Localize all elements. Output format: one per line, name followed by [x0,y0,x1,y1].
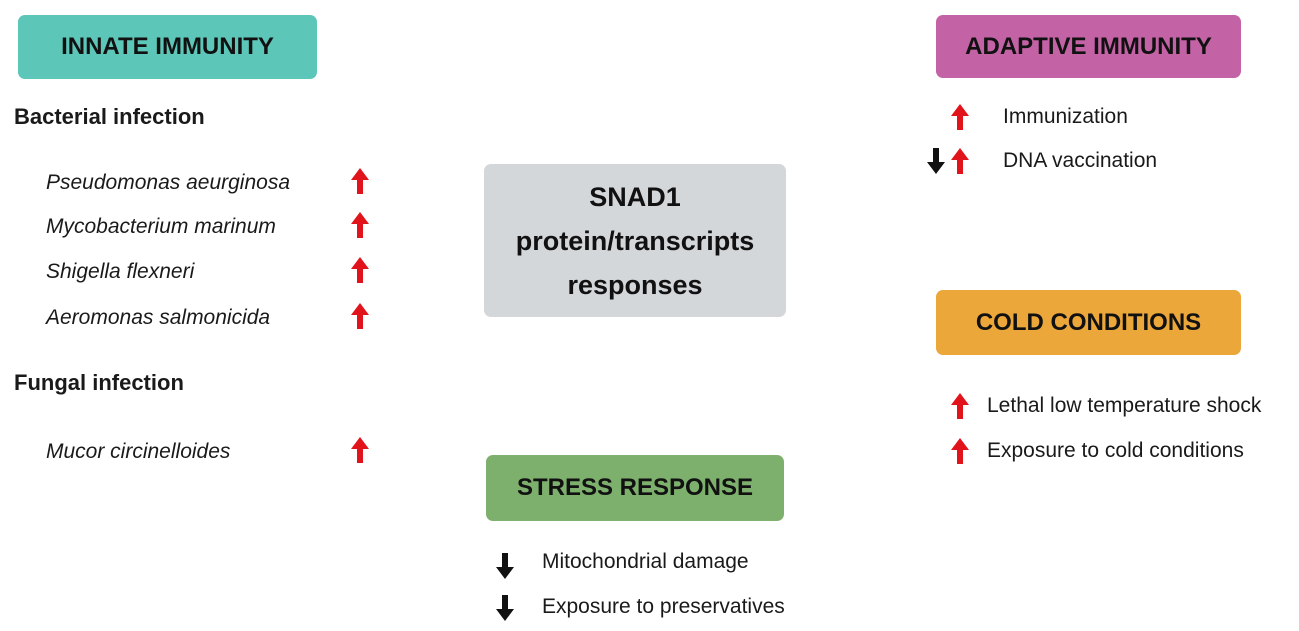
adaptive-immunity-title: ADAPTIVE IMMUNITY [965,32,1212,60]
cold-conditions-title: COLD CONDITIONS [975,308,1202,336]
stress-item-label: Mitochondrial damage [542,550,749,573]
bacterial-infection-heading: Bacterial infection [14,104,205,129]
down-arrow-icon [926,147,946,175]
up-arrow-icon [350,302,370,330]
adaptive-immunity-header: ADAPTIVE IMMUNITY [936,15,1241,78]
fungal-item-label: Mucor circinelloides [46,440,231,463]
innate-immunity-header: INNATE IMMUNITY [18,15,317,79]
adaptive-item-label: DNA vaccination [1003,149,1158,172]
stress-item-label: Exposure to preservatives [542,595,785,618]
up-arrow-icon [950,437,970,465]
adaptive-item-label: Immunization [1003,105,1128,128]
stress-response-title: STRESS RESPONSE [516,474,754,501]
cold-conditions-header: COLD CONDITIONS [936,290,1241,355]
up-arrow-icon [950,392,970,420]
down-arrow-icon [495,594,515,622]
up-arrow-icon [350,167,370,195]
innate-immunity-title: INNATE IMMUNITY [61,33,274,60]
bacterial-item-label: Pseudomonas aeurginosa [46,171,291,194]
fungal-infection-heading: Fungal infection [14,370,184,395]
cold-item-label: Exposure to cold conditions [987,439,1244,462]
center-line-3: responses [567,269,703,300]
up-arrow-icon [350,211,370,239]
up-arrow-icon [350,436,370,464]
down-arrow-icon [495,552,515,580]
center-box: SNAD1 protein/transcripts responses [484,164,786,317]
bacterial-item-label: Mycobacterium marinum [46,215,276,238]
up-arrow-icon [350,256,370,284]
up-arrow-icon [950,103,970,131]
cold-item-label: Lethal low temperature shock [987,394,1262,417]
bacterial-item-label: Aeromonas salmonicida [46,306,271,329]
stress-response-header: STRESS RESPONSE [486,455,784,521]
center-line-2: protein/transcripts [515,225,755,256]
up-arrow-icon [950,147,970,175]
bacterial-item-label: Shigella flexneri [46,260,195,283]
center-line-1: SNAD1 [589,181,681,212]
